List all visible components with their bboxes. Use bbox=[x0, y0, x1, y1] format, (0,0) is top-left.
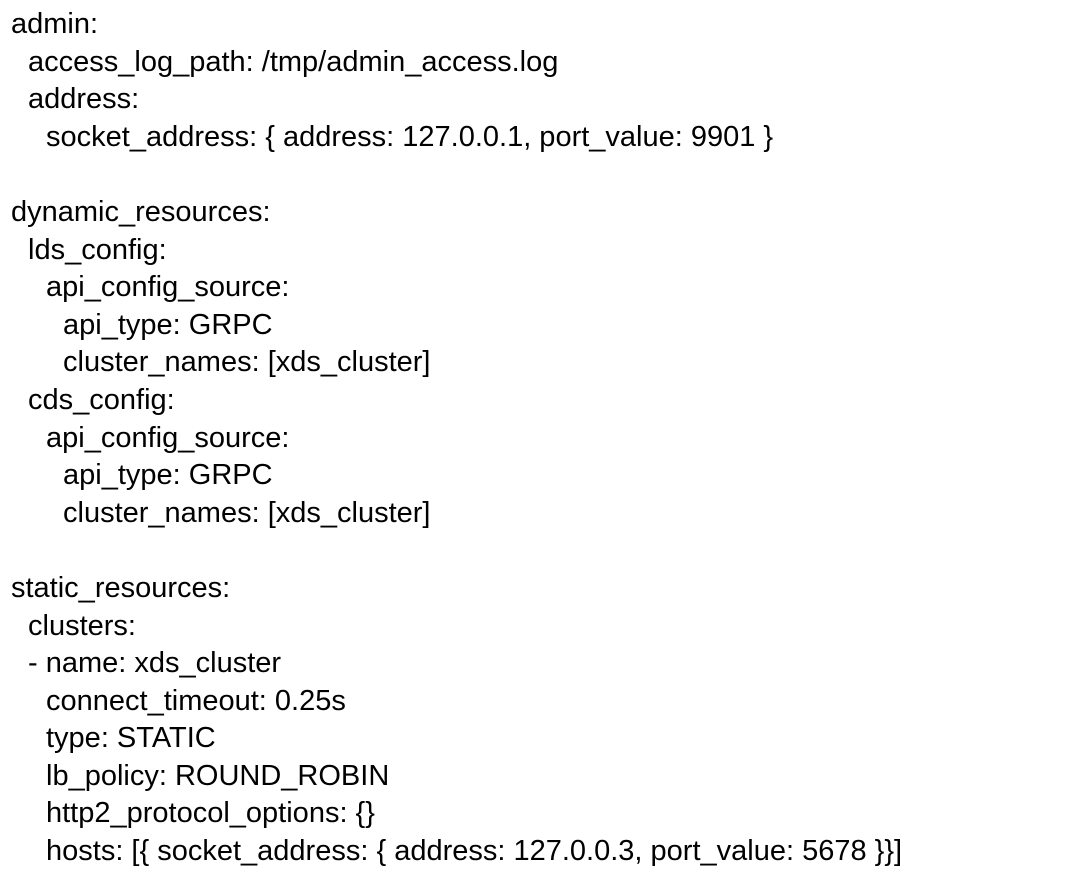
line-dynamic-resources-key: dynamic_resources: bbox=[11, 195, 271, 228]
line-cds-config-key: cds_config: bbox=[28, 383, 175, 416]
line-blank-2 bbox=[11, 532, 1080, 570]
line-lds-cluster-names: cluster_names: [xds_cluster] bbox=[63, 346, 431, 379]
line-connect-timeout: connect_timeout: 0.25s bbox=[46, 684, 346, 717]
line-static-resources-key: static_resources: bbox=[11, 571, 231, 604]
line-cluster-name-item: - name: xds_cluster bbox=[28, 647, 282, 680]
line-blank-1 bbox=[11, 156, 1080, 194]
line-hosts: hosts: [{ socket_address: { address: 127… bbox=[46, 835, 903, 868]
line-http2-protocol-options: http2_protocol_options: {} bbox=[46, 797, 375, 830]
line-cluster-type: type: STATIC bbox=[46, 722, 216, 755]
line-access-log-path: access_log_path: /tmp/admin_access.log bbox=[28, 45, 559, 78]
line-address-key: address: bbox=[28, 83, 140, 116]
line-lds-api-type: api_type: GRPC bbox=[63, 308, 273, 341]
line-cds-api-config-source-key: api_config_source: bbox=[46, 421, 290, 454]
line-admin-key: admin: bbox=[11, 8, 99, 40]
line-lb-policy: lb_policy: ROUND_ROBIN bbox=[46, 759, 390, 792]
line-lds-api-config-source-key: api_config_source: bbox=[46, 271, 290, 304]
line-admin-socket-address: socket_address: { address: 127.0.0.1, po… bbox=[46, 120, 774, 153]
line-lds-config-key: lds_config: bbox=[28, 233, 167, 266]
line-cds-cluster-names: cluster_names: [xds_cluster] bbox=[63, 496, 431, 529]
line-cds-api-type: api_type: GRPC bbox=[63, 459, 273, 492]
line-clusters-key: clusters: bbox=[28, 609, 136, 642]
